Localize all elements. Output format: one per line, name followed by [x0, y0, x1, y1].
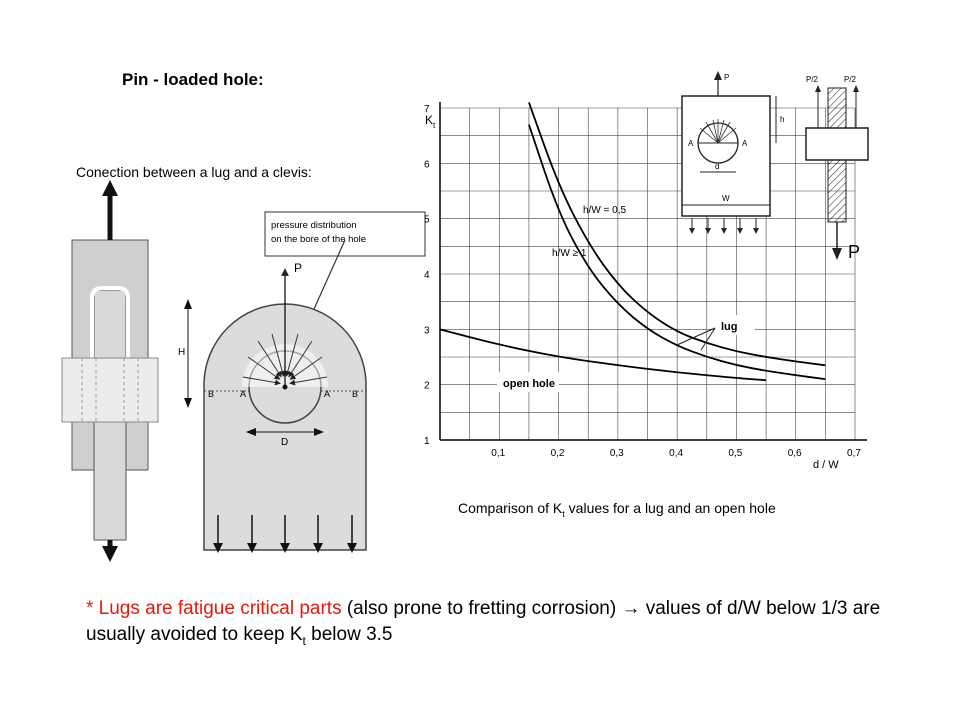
y-tick-label: 1: [424, 436, 430, 447]
small-width-label: W: [722, 194, 730, 203]
small-diameter-label: d: [715, 162, 719, 171]
small-point-a-left: A: [688, 139, 694, 148]
x-tick-label: 0,6: [788, 448, 802, 459]
half-load-left: P/2: [806, 75, 819, 84]
series-line-1: [528, 124, 826, 381]
y-tick-label: 2: [424, 381, 430, 392]
y-tick-label: 3: [424, 325, 430, 336]
open-hole-label-box: [497, 372, 559, 392]
lug-hatched-bottom: [827, 159, 847, 223]
pin-block: [805, 127, 869, 161]
point-a-left: A: [240, 389, 246, 399]
y-tick-label: 6: [424, 159, 430, 170]
chart-ticks: 1 2 3 4 5 6 7 0,1 0,2 0,3 0,4 0,5 0,6 0,7: [424, 104, 861, 459]
distributed-load-arrows: [213, 515, 357, 553]
x-tick-label: 0,5: [728, 448, 742, 459]
pressure-label-line1: pressure distribution: [271, 220, 357, 231]
y-tick-label: 7: [424, 104, 430, 115]
annotation-lug: lug: [721, 321, 738, 333]
pressure-leader-line: [309, 239, 346, 319]
pressure-label-box: [264, 211, 426, 257]
point-a-right: A: [324, 389, 330, 399]
y-axis-label: Kt: [425, 113, 436, 130]
x-tick-label: 0,7: [847, 448, 861, 459]
lug-label-box: [715, 315, 755, 335]
annotation-hw1: h/W ≥ 1: [552, 248, 587, 259]
clevis-hatched-top: [827, 87, 847, 131]
chart-series: [439, 102, 826, 382]
small-diagrams: A A P h d W P/2 P/2 P: [681, 71, 869, 262]
point-b-left: B: [208, 389, 214, 399]
small-height-label: h: [780, 115, 784, 124]
y-tick-label: 5: [424, 215, 430, 226]
x-tick-label: 0,3: [610, 448, 624, 459]
chart-axes: [439, 102, 867, 441]
annotation-open-hole: open hole: [503, 378, 555, 390]
connection-label: Conection between a lug and a clevis:: [76, 164, 312, 180]
fatigue-note: * Lugs are fatigue critical parts (also …: [86, 598, 881, 648]
note-highlight: * Lugs are fatigue critical parts: [86, 598, 342, 619]
series-line-0: [528, 102, 826, 367]
half-load-right: P/2: [844, 75, 857, 84]
page-title: Pin - loaded hole:: [122, 70, 264, 89]
pressure-label-line2: on the bore of the hole: [271, 234, 366, 245]
x-tick-label: 0,2: [551, 448, 565, 459]
annotation-hw05: h/W = 0,5: [583, 205, 627, 216]
clevis-diagram: [61, 180, 159, 562]
y-tick-label: 4: [424, 270, 430, 281]
x-tick-label: 0,4: [669, 448, 683, 459]
arrow-icon: →: [621, 598, 641, 619]
lug-diagram: pressure distribution on the bore of the…: [178, 211, 426, 553]
lug-outline: [203, 303, 367, 551]
clevis-slot: [90, 286, 130, 360]
diameter-label: D: [281, 437, 288, 448]
height-label: H: [178, 347, 185, 358]
chart-grid: [440, 107, 856, 440]
point-b-right: B: [352, 389, 358, 399]
load-arrow-down: [102, 546, 118, 562]
pin: [61, 357, 159, 423]
load-label: P: [294, 261, 302, 275]
series-line-2: [439, 328, 767, 382]
small-lug-load-label: P: [848, 242, 860, 262]
small-load-label: P: [724, 73, 729, 82]
x-tick-label: 0,1: [491, 448, 505, 459]
kt-chart: 1 2 3 4 5 6 7 0,1 0,2 0,3 0,4 0,5 0,6 0,7 Kt d / W h/…: [424, 102, 867, 471]
x-axis-label: d / W: [813, 459, 839, 471]
small-point-a-right: A: [742, 139, 748, 148]
chart-caption: Comparison of Kt values for a lug and an…: [458, 500, 776, 519]
